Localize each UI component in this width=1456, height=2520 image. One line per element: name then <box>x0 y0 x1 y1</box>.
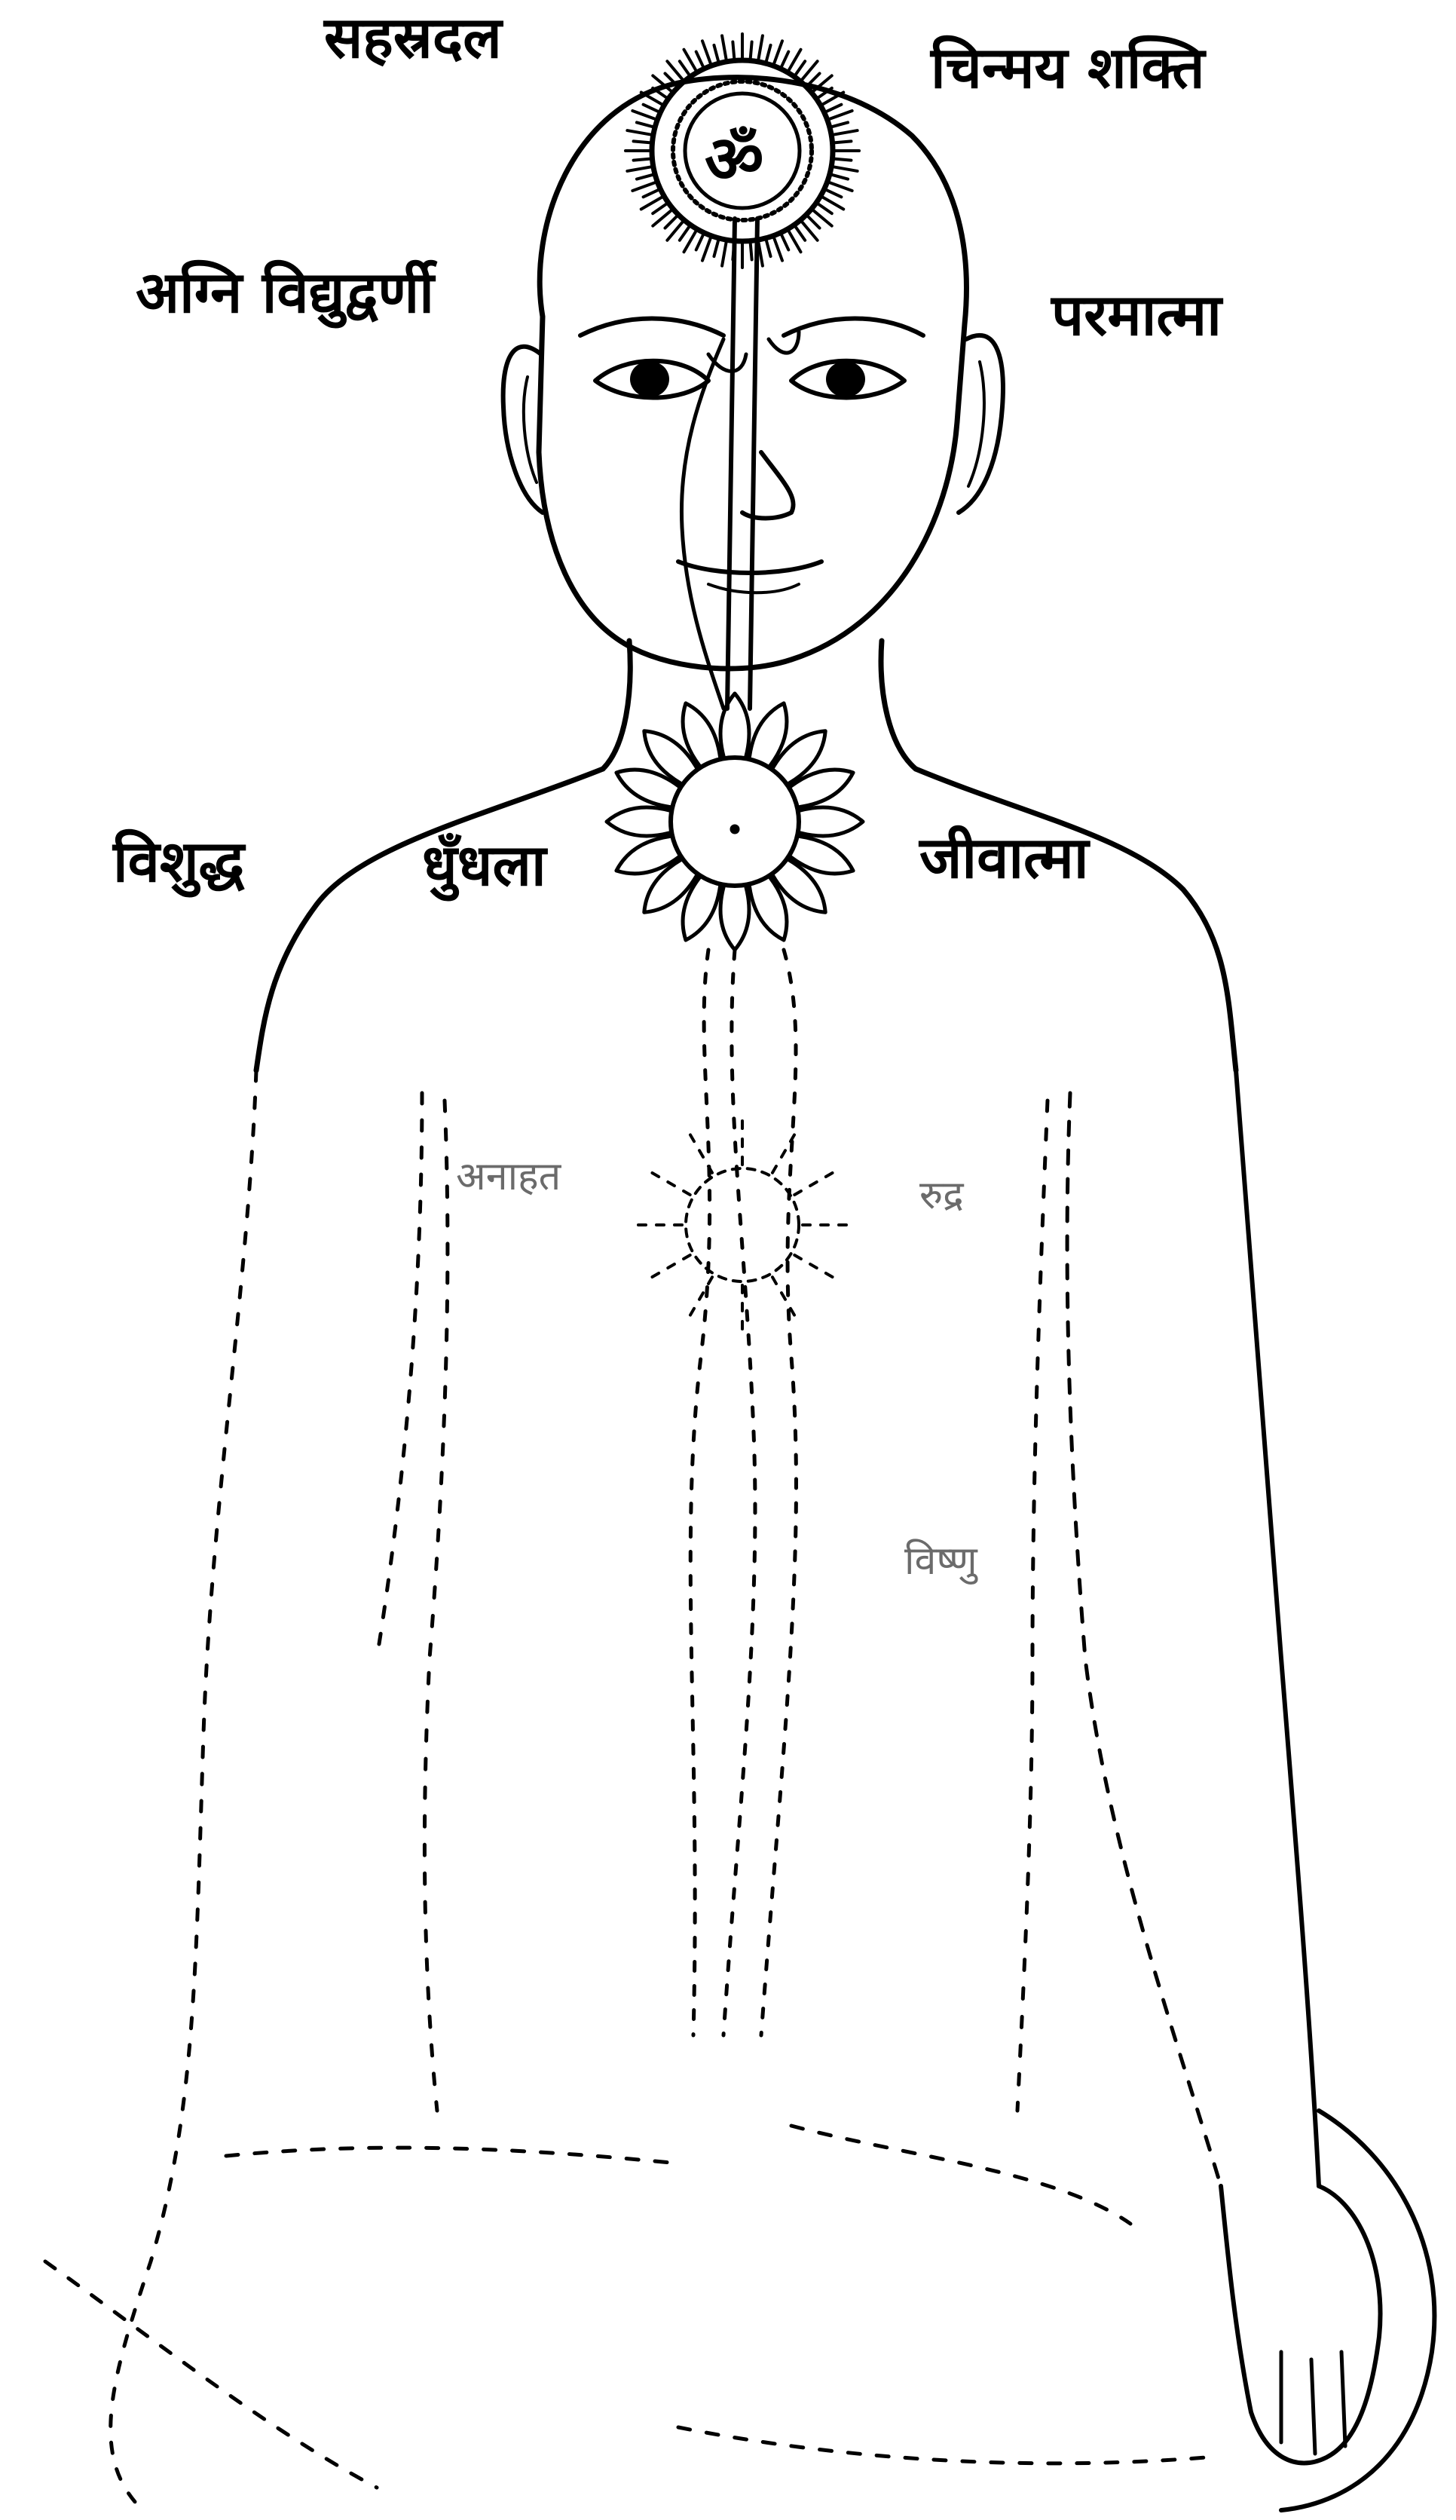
left-shoulder <box>256 769 603 1070</box>
throat-petal <box>800 807 863 836</box>
heart-ray <box>644 1168 690 1195</box>
crown-ray <box>634 141 651 142</box>
crown-ray <box>680 226 690 240</box>
crown-ray <box>831 122 848 127</box>
crown-ray <box>627 130 651 135</box>
crown-ray <box>782 234 789 250</box>
label-anahat: अनाहत <box>456 1157 561 1196</box>
label-sahasradal: सहस्रदल <box>324 9 502 66</box>
label-chinmay-shakti: चिन्मय शक्ति <box>931 39 1205 96</box>
throat-chakra <box>607 694 863 950</box>
crown-ray <box>634 159 651 161</box>
lap-line <box>678 2427 1206 2463</box>
crown-ray <box>751 243 752 260</box>
crown-ray <box>833 130 857 135</box>
right-knee <box>1281 2111 1434 2510</box>
crown-ray <box>702 237 711 261</box>
crown-ray <box>733 42 734 60</box>
crown-ray <box>807 216 819 228</box>
heart-ray <box>686 1277 712 1323</box>
crown-ray <box>733 243 734 260</box>
crown-ray <box>644 190 659 197</box>
throat-petal <box>720 887 749 950</box>
heart-ray <box>794 1255 840 1281</box>
label-dhundhala: धुँधला <box>422 837 546 894</box>
heart-ray <box>794 1168 840 1195</box>
crown-ray <box>722 241 726 265</box>
crown-ray <box>702 41 711 64</box>
crown-ray <box>774 237 782 261</box>
crown-ray <box>826 190 842 197</box>
crown-ray <box>807 73 819 85</box>
crown-ray <box>696 52 704 68</box>
right-arm <box>1236 1070 1319 2186</box>
crown-ray <box>774 41 782 64</box>
crown-ray <box>632 111 656 119</box>
nose <box>742 452 794 519</box>
crown-ray <box>826 105 842 112</box>
crown-ray <box>829 182 852 191</box>
neck-right <box>881 641 916 769</box>
crown-ray <box>758 35 763 60</box>
crown-ray <box>637 122 653 127</box>
left-eyebrow <box>580 319 723 336</box>
crown-ray <box>782 52 789 68</box>
crown-ray <box>714 240 718 256</box>
crown-ray <box>831 175 848 179</box>
label-paramatma: परमात्मा <box>1051 286 1222 344</box>
label-rudra: रुद्र <box>919 1176 964 1215</box>
crown-ray <box>627 167 651 171</box>
label-agni-vidyudvarni: अग्नि विद्युद्वर्णी <box>136 264 434 321</box>
label-vishuddh: विशुद्ध <box>113 833 244 890</box>
crown-ray <box>632 182 656 191</box>
right-eyebrow <box>784 319 923 336</box>
crown-ray <box>722 35 726 60</box>
crown-ray <box>833 167 857 171</box>
om-symbol: ॐ <box>705 113 763 201</box>
heart-ray <box>772 1277 799 1323</box>
crown-ray <box>714 45 718 62</box>
crown-ray <box>795 61 805 75</box>
right-shoulder <box>916 769 1236 1070</box>
sushumna-channel <box>727 219 757 709</box>
crown-ray <box>766 240 771 256</box>
crown-ray <box>644 105 659 112</box>
neck-left <box>603 641 630 769</box>
left-ear <box>503 347 543 513</box>
crown-ray <box>696 234 704 250</box>
crown-ray <box>834 159 852 161</box>
crown-ray <box>751 42 752 60</box>
crown-ray <box>665 216 677 228</box>
heart-chakra <box>629 1112 855 1338</box>
throat-petal <box>607 807 669 836</box>
crown-ray <box>795 226 805 240</box>
label-vishnu: विष्णु <box>904 1542 977 1581</box>
crown-ray <box>829 111 852 119</box>
crown-ray <box>637 175 653 179</box>
heart-ray <box>772 1127 799 1173</box>
ida-channel <box>681 339 723 709</box>
label-jivatma: जीवात्मा <box>919 829 1089 886</box>
right-hand <box>1221 2186 1381 2463</box>
crown-ray <box>680 61 690 75</box>
crown-ray <box>834 141 852 142</box>
throat-petal <box>720 694 749 756</box>
heart-ray <box>644 1255 690 1281</box>
crown-ray <box>766 45 771 62</box>
left-arm <box>111 1070 256 2503</box>
crown-ray <box>653 204 667 213</box>
crown-ray <box>818 204 832 213</box>
